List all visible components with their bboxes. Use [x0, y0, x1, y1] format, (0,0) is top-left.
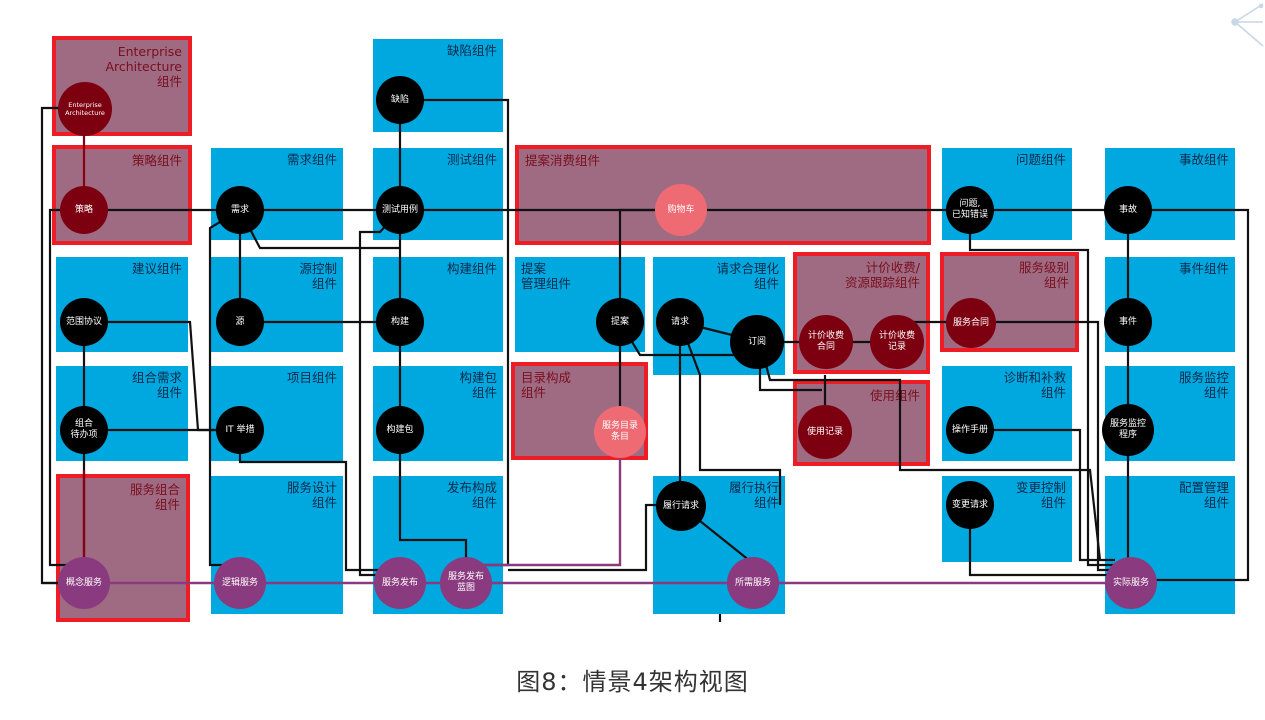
box-label: 计价收费/ 资源跟踪组件: [844, 260, 920, 290]
decorative-corner-icon: [1231, 3, 1264, 47]
link-it-release: [238, 430, 400, 572]
node-build[interactable]: 构建: [376, 298, 424, 346]
node-pricing-record[interactable]: 计价收费 记录: [870, 315, 924, 369]
box-label: 请求合理化 组件: [716, 261, 779, 291]
link-scope-it: [84, 320, 240, 432]
node-event[interactable]: 事件: [1104, 298, 1152, 346]
node-logical-service[interactable]: 逻辑服务: [214, 557, 266, 609]
box-label: 问题组件: [1015, 152, 1066, 167]
box-label: 服务监控 组件: [1178, 370, 1229, 400]
box-label: 构建包 组件: [459, 370, 497, 400]
box-label: 发布构成 组件: [446, 480, 497, 510]
node-pricing-contract[interactable]: 计价收费 合同: [799, 315, 853, 369]
box-label: 建议组件: [131, 261, 182, 276]
node-incident[interactable]: 事故: [1104, 186, 1152, 234]
node-defect[interactable]: 缺陷: [376, 76, 424, 124]
box-offer-consume: 提案消费组件: [515, 145, 931, 245]
box-label: Enterprise Architecture 组件: [105, 44, 182, 89]
node-proposal[interactable]: 提案: [596, 298, 644, 346]
node-service-release[interactable]: 服务发布: [374, 557, 426, 609]
link-buildpackage-blueprint: [398, 430, 468, 565]
node-usage-record[interactable]: 使用记录: [798, 405, 852, 459]
node-request[interactable]: 请求: [656, 298, 704, 346]
node-test-case[interactable]: 测试用例: [376, 186, 424, 234]
link-testcase-release: [358, 209, 401, 577]
box-label: 源控制 组件: [299, 261, 337, 291]
node-service-contract[interactable]: 服务合同: [946, 298, 996, 348]
box-label: 策略组件: [131, 153, 182, 168]
node-release-blueprint[interactable]: 服务发布 蓝图: [440, 557, 492, 609]
link-fulfill-release: [508, 503, 680, 572]
box-label: 诊断和补救 组件: [1003, 370, 1066, 400]
box-label: 配置管理 组件: [1178, 480, 1229, 510]
box-label: 目录构成 组件: [521, 370, 572, 400]
node-cart[interactable]: 购物车: [655, 184, 707, 236]
box-label: 服务组合 组件: [129, 482, 180, 512]
link-strategy-concept: [48, 208, 84, 567]
box-label: 提案消费组件: [525, 153, 601, 168]
link-ea-concept: [40, 106, 84, 585]
box-label: 组合需求 组件: [131, 370, 182, 400]
box-label: 变更控制 组件: [1015, 480, 1066, 510]
link-contract-actual: [970, 320, 1125, 572]
box-label: 项目组件: [286, 370, 337, 385]
node-catalog-item[interactable]: 服务目录 条目: [594, 406, 646, 458]
node-source[interactable]: 源: [216, 298, 264, 346]
node-runbook[interactable]: 操作手册: [946, 406, 994, 454]
box-label: 缺陷组件: [446, 43, 497, 58]
box-label: 构建组件: [446, 261, 497, 276]
link-right-border: [1128, 208, 1250, 582]
link-request-fulfillment: [678, 321, 782, 505]
link-runbook-actual: [970, 428, 1115, 562]
node-it-initiative[interactable]: IT 举措: [216, 406, 264, 454]
node-portfolio-backlog[interactable]: 组合 待办项: [60, 406, 108, 454]
box-label: 服务级别 组件: [1018, 260, 1069, 290]
link-requirement-logical: [208, 209, 241, 567]
box-label: 需求组件: [286, 152, 337, 167]
box-label: 事件组件: [1178, 261, 1229, 276]
box-label: 使用组件: [869, 388, 920, 403]
node-desired-service[interactable]: 所需服务: [727, 557, 779, 609]
box-label: 事故组件: [1178, 152, 1229, 167]
node-fulfill-request[interactable]: 履行请求: [656, 481, 706, 531]
node-strategy[interactable]: 策略: [60, 186, 108, 234]
node-actual-service[interactable]: 实际服务: [1105, 557, 1157, 609]
link-catalog-blueprint: [480, 430, 622, 567]
node-change-request[interactable]: 变更请求: [946, 481, 994, 529]
node-enterprise-architecture[interactable]: Enterprise Architecture: [58, 82, 112, 136]
node-scope-agreement[interactable]: 范围协议: [60, 298, 108, 346]
node-problem[interactable]: 问题, 已知错误: [946, 186, 994, 234]
box-label: 服务设计 组件: [286, 480, 337, 510]
node-service-monitor[interactable]: 服务监控 程序: [1102, 404, 1154, 456]
node-requirement[interactable]: 需求: [216, 186, 264, 234]
node-concept-service[interactable]: 概念服务: [58, 557, 110, 609]
box-label: 提案 管理组件: [521, 261, 572, 291]
figure-caption: 图8：情景4架构视图: [516, 668, 749, 696]
box-label: 测试组件: [446, 152, 497, 167]
node-subscribe[interactable]: 订阅: [730, 315, 784, 369]
link-subscribe-actual: [758, 341, 1102, 561]
node-build-package[interactable]: 构建包: [376, 406, 424, 454]
box-label: 履行执行 组件: [728, 480, 779, 510]
